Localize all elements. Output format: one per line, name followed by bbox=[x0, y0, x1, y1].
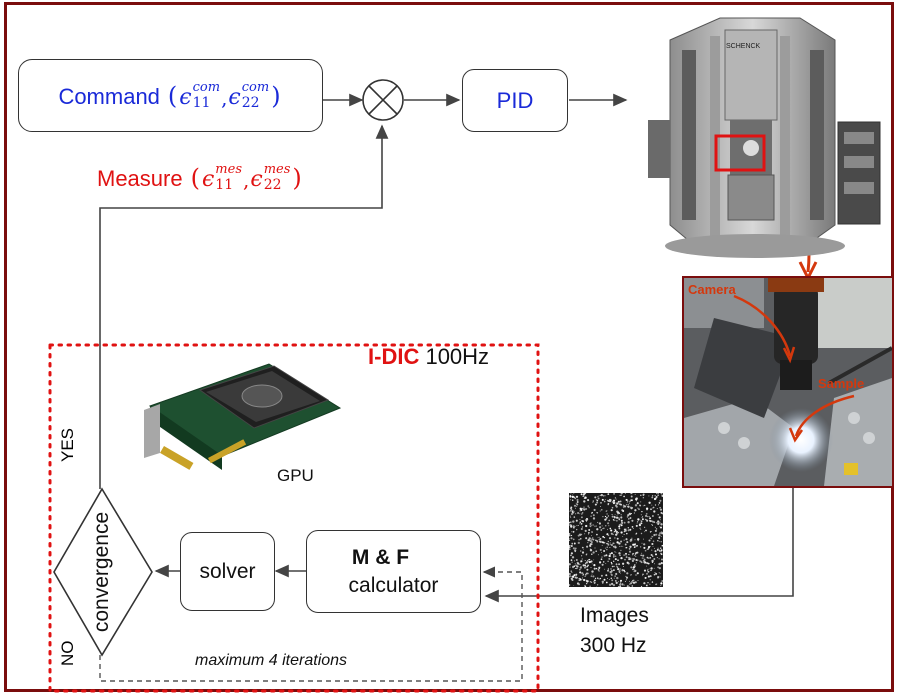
measure-label: Measure bbox=[97, 166, 183, 192]
speckle-pattern bbox=[569, 493, 663, 587]
gpu-illustration bbox=[144, 358, 344, 493]
camera-setup-illustration: Camera Sample bbox=[684, 278, 892, 486]
images-rate: 300 Hz bbox=[580, 634, 647, 658]
iterations-label: maximum 4 iterations bbox=[195, 652, 347, 670]
mf-subtitle: calculator bbox=[349, 574, 439, 598]
command-expression: Command ( ϵ com 11 , ϵ com 22 ) bbox=[58, 81, 282, 110]
no-label: NO bbox=[58, 641, 78, 667]
mf-calculator-box: M & F calculator bbox=[306, 530, 481, 613]
command-label: Command bbox=[58, 84, 159, 110]
idic-title: I-DIC 100Hz bbox=[368, 344, 489, 370]
measure-expression: Measure ( ϵ mes 11 , ϵ mes 22 ) bbox=[97, 163, 304, 192]
gpu-photo bbox=[144, 358, 344, 493]
summing-junction bbox=[363, 80, 403, 120]
mf-title: M & F bbox=[352, 546, 409, 570]
gpu-label: GPU bbox=[277, 466, 314, 486]
sample-label: Sample bbox=[818, 376, 864, 391]
command-box: Command ( ϵ com 11 , ϵ com 22 ) bbox=[18, 59, 323, 132]
testing-machine-photo: SCHENCK bbox=[630, 10, 888, 260]
idic-rate: 100Hz bbox=[425, 344, 489, 369]
solver-label: solver bbox=[199, 560, 255, 584]
idic-label: I-DIC bbox=[368, 344, 419, 369]
pid-label: PID bbox=[497, 88, 534, 114]
camera-label: Camera bbox=[688, 282, 736, 297]
speckle-image bbox=[569, 493, 663, 587]
camera-setup-photo: Camera Sample bbox=[682, 276, 894, 488]
yes-label: YES bbox=[58, 428, 78, 462]
machine-brand-text: SCHENCK bbox=[726, 43, 761, 50]
convergence-label: convergence bbox=[90, 512, 114, 632]
testing-machine-illustration: SCHENCK bbox=[630, 10, 888, 260]
pid-box: PID bbox=[462, 69, 568, 132]
solver-box: solver bbox=[180, 532, 275, 611]
images-label: Images bbox=[580, 604, 649, 628]
